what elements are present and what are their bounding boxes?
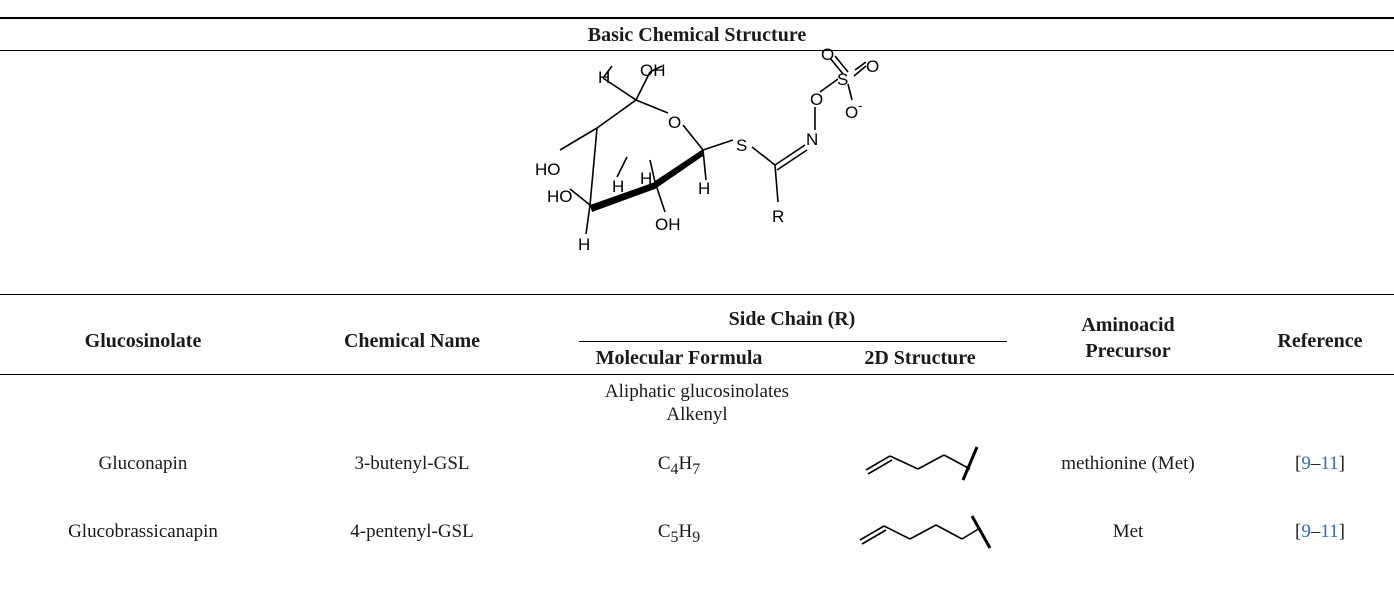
label-n: N <box>806 130 818 149</box>
group-label-alkenyl: Alkenyl <box>666 404 728 425</box>
column-header-bottom-rule <box>0 374 1394 375</box>
col-header-glucosinolate: Glucosinolate <box>84 330 202 352</box>
label-o-link: O <box>810 90 823 109</box>
ref-link-9[interactable]: 9 <box>1301 521 1311 542</box>
side-chain-rule <box>579 341 1007 342</box>
col-header-molecular-formula: Molecular Formula <box>595 347 763 369</box>
table-row-1-precursor: methionine (Met) <box>1061 453 1195 474</box>
ref-link-9[interactable]: 9 <box>1301 453 1311 474</box>
label-ho-low: HO <box>547 187 573 206</box>
table-top-rule <box>0 17 1394 19</box>
table-row-1-glucosinolate: Gluconapin <box>98 453 188 474</box>
label-r: R <box>772 207 784 226</box>
ref-link-11[interactable]: 11 <box>1320 521 1339 542</box>
label-o-ring: O <box>668 113 681 132</box>
basic-structure-header: Basic Chemical Structure <box>587 24 807 46</box>
col-header-precursor: Precursor <box>1085 340 1171 362</box>
col-header-2d-structure: 2D Structure <box>864 347 976 369</box>
col-header-chemical-name: Chemical Name <box>343 330 481 352</box>
3-butenyl-skeletal-icon <box>865 446 979 481</box>
table-row-1-reference: [9–11] <box>1295 453 1345 474</box>
col-header-reference: Reference <box>1277 330 1363 352</box>
label-charge: - <box>858 98 862 113</box>
label-oh-low: OH <box>655 215 681 234</box>
4-pentenyl-skeletal-icon <box>859 515 992 549</box>
glucosinolate-core-structure: OH H HO O H H HO OH H H S N O S O O O - … <box>535 45 879 254</box>
structure-bottom-rule <box>0 294 1394 295</box>
table-row-2-glucosinolate: Glucobrassicanapin <box>68 521 218 542</box>
label-h-top: H <box>598 68 610 87</box>
table-row-2-reference: [9–11] <box>1295 521 1345 542</box>
label-s-sulf: S <box>837 70 848 89</box>
label-o-minus: O <box>845 103 858 122</box>
table-row-1-chemical-name: 3-butenyl-GSL <box>354 453 470 474</box>
header-separator-rule <box>0 50 1394 51</box>
label-h-bot2: H <box>698 179 710 198</box>
ref-link-11[interactable]: 11 <box>1320 453 1339 474</box>
label-ho-left: HO <box>535 160 561 179</box>
label-h-mid1: H <box>612 177 624 196</box>
group-label-aliphatic: Aliphatic glucosinolates <box>604 381 790 402</box>
label-s-thio: S <box>736 136 747 155</box>
table-row-2-formula: C5H9 <box>657 521 701 546</box>
label-o-top: O <box>821 45 834 64</box>
col-header-aminoacid: Aminoacid <box>1081 314 1175 336</box>
label-h-bot1: H <box>578 235 590 254</box>
col-header-side-chain: Side Chain (R) <box>728 308 856 330</box>
label-o-right: O <box>866 57 879 76</box>
table-row-1-formula: C4H7 <box>657 453 701 478</box>
table-row-2-chemical-name: 4-pentenyl-GSL <box>350 521 474 542</box>
label-oh-top: OH <box>640 61 666 80</box>
table-row-2-precursor: Met <box>1112 521 1144 542</box>
label-h-mid2: H <box>640 169 652 188</box>
